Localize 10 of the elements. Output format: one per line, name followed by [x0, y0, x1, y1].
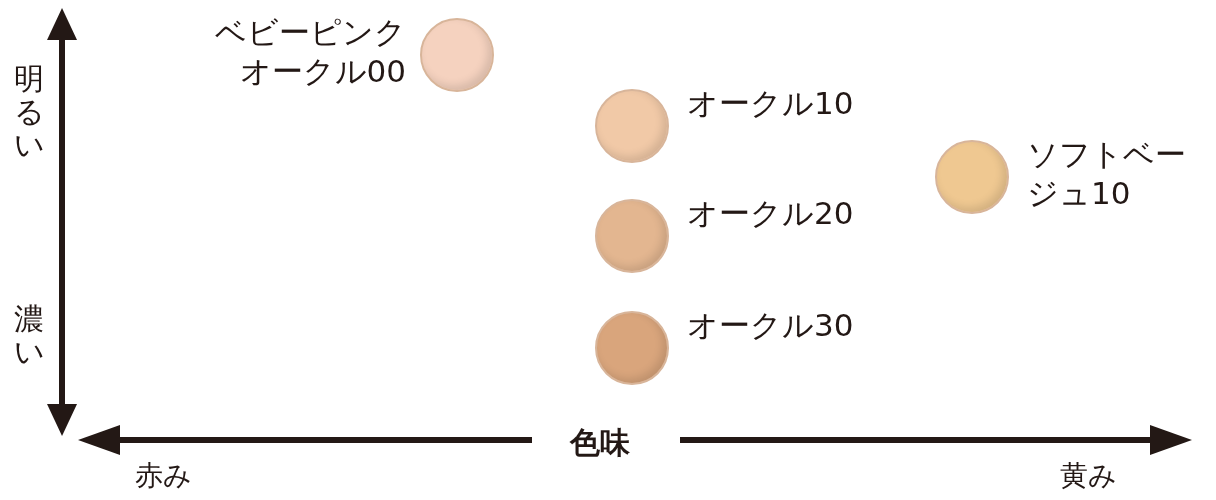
- shade-name: オークル20: [687, 194, 855, 233]
- shade-name: ソフトベージュ10: [1027, 135, 1187, 213]
- shade-name: オークル10: [687, 84, 855, 123]
- axis-label: 明るい: [14, 62, 44, 161]
- axis-label: 濃い: [14, 302, 44, 368]
- shade-name: ベビーピンクオークル00: [214, 13, 406, 91]
- axis-label: 黄み: [1060, 458, 1117, 494]
- axis-label: 色味: [570, 424, 630, 462]
- axis-label: 赤み: [135, 458, 192, 494]
- shade-name: オークル30: [687, 306, 855, 345]
